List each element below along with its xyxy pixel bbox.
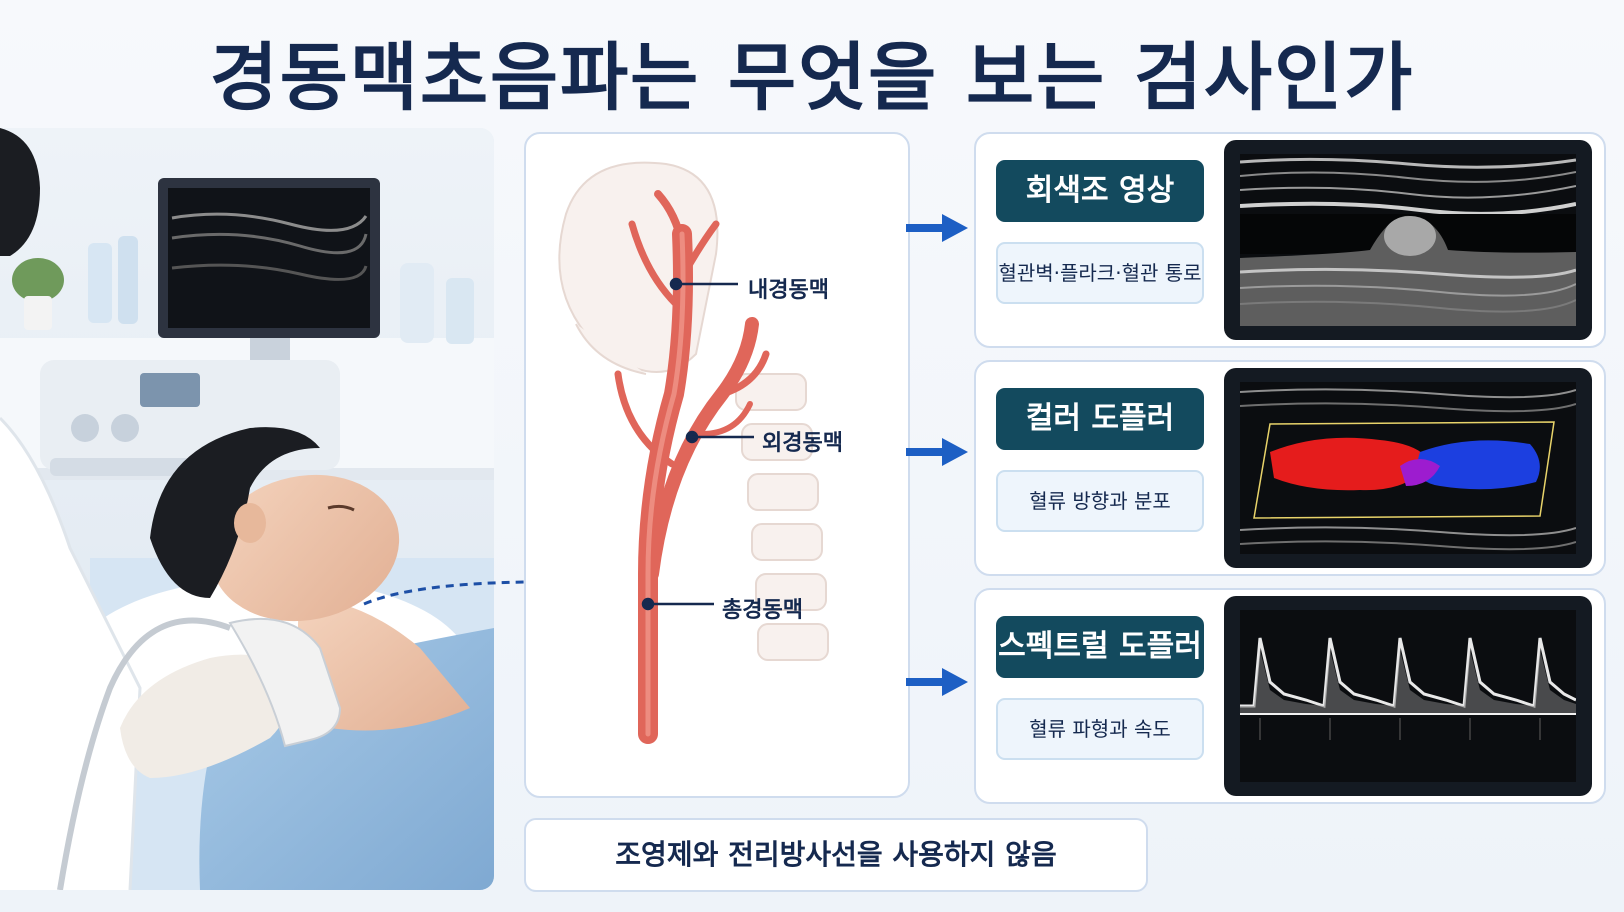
- method-title: 스펙트럴 도플러: [996, 616, 1204, 678]
- method-card-grayscale: 회색조 영상 혈관벽·플라크·혈관 통로: [974, 132, 1606, 348]
- carotid-artery-illustration: [558, 161, 829, 744]
- arrow-right-icon: [906, 438, 968, 466]
- method-title: 컬러 도플러: [996, 388, 1204, 450]
- common-carotid-label: 총경동맥: [722, 598, 803, 623]
- arrow-right-icon: [906, 214, 968, 242]
- anatomy-panel: 내경동맥 외경동맥 총경동맥: [524, 132, 910, 798]
- method-card-spectral-doppler: 스펙트럴 도플러 혈류 파형과 속도: [974, 588, 1606, 804]
- internal-carotid-label: 내경동맥: [748, 278, 829, 303]
- method-description: 혈류 파형과 속도: [996, 698, 1204, 760]
- method-card-color-doppler: 컬러 도플러 혈류 방향과 분포: [974, 360, 1606, 576]
- method-description: 혈관벽·플라크·혈관 통로: [996, 242, 1204, 304]
- external-carotid-label: 외경동맥: [762, 431, 843, 456]
- color-doppler-image: [1224, 368, 1592, 568]
- page-title: 경동맥초음파는 무엇을 보는 검사인가: [209, 35, 1415, 121]
- spectral-doppler-waveform: [1224, 596, 1592, 796]
- method-title: 회색조 영상: [996, 160, 1204, 222]
- arrow-right-icon: [906, 668, 968, 696]
- no-contrast-note: 조영제와 전리방사선을 사용하지 않음: [524, 818, 1148, 892]
- exam-photo: [0, 128, 494, 890]
- method-description: 혈류 방향과 분포: [996, 470, 1204, 532]
- grayscale-ultrasound-image: [1224, 140, 1592, 340]
